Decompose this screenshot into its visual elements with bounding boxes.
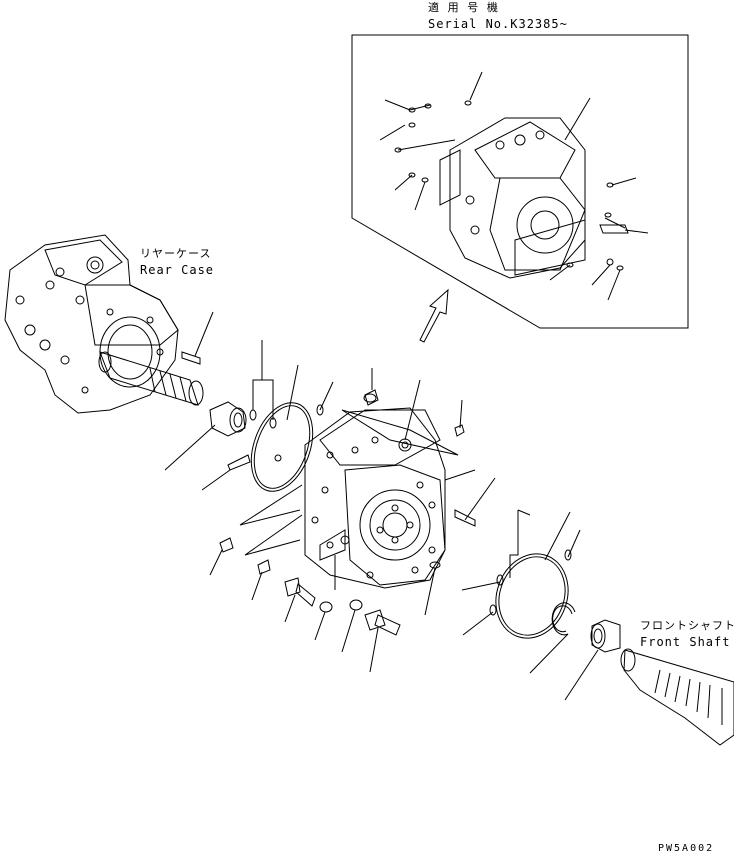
rear-case-label: Rear Case	[140, 263, 215, 277]
small-pins-left	[201, 340, 334, 491]
front-shaft-label-jp: フロントシャフト	[640, 619, 734, 632]
rear-case-label-jp: リヤーケース	[140, 247, 212, 260]
o-ring-right	[461, 509, 581, 639]
rear-shaft	[98, 351, 204, 406]
pump-body	[239, 407, 459, 589]
snap-ring	[529, 602, 576, 674]
serial-number-label: Serial No.K32385~	[428, 17, 568, 31]
inset-leaders	[379, 71, 649, 301]
dowel-pin-left	[181, 311, 214, 365]
bearing	[164, 401, 247, 471]
drawing-code: PW5A002	[658, 843, 715, 854]
serial-label-jp: 適 用 号 機	[428, 1, 499, 14]
bolts-and-washers	[209, 537, 401, 673]
front-bearing	[564, 619, 621, 701]
front-shaft-label: Front Shaft	[640, 635, 731, 649]
serial-inset-box	[351, 34, 689, 329]
body-leaders	[404, 379, 496, 616]
inset-pump-body	[439, 117, 586, 279]
front-shaft-part	[620, 648, 734, 746]
rear-case	[4, 234, 179, 414]
reference-arrow	[419, 288, 449, 343]
top-plug	[363, 368, 379, 406]
